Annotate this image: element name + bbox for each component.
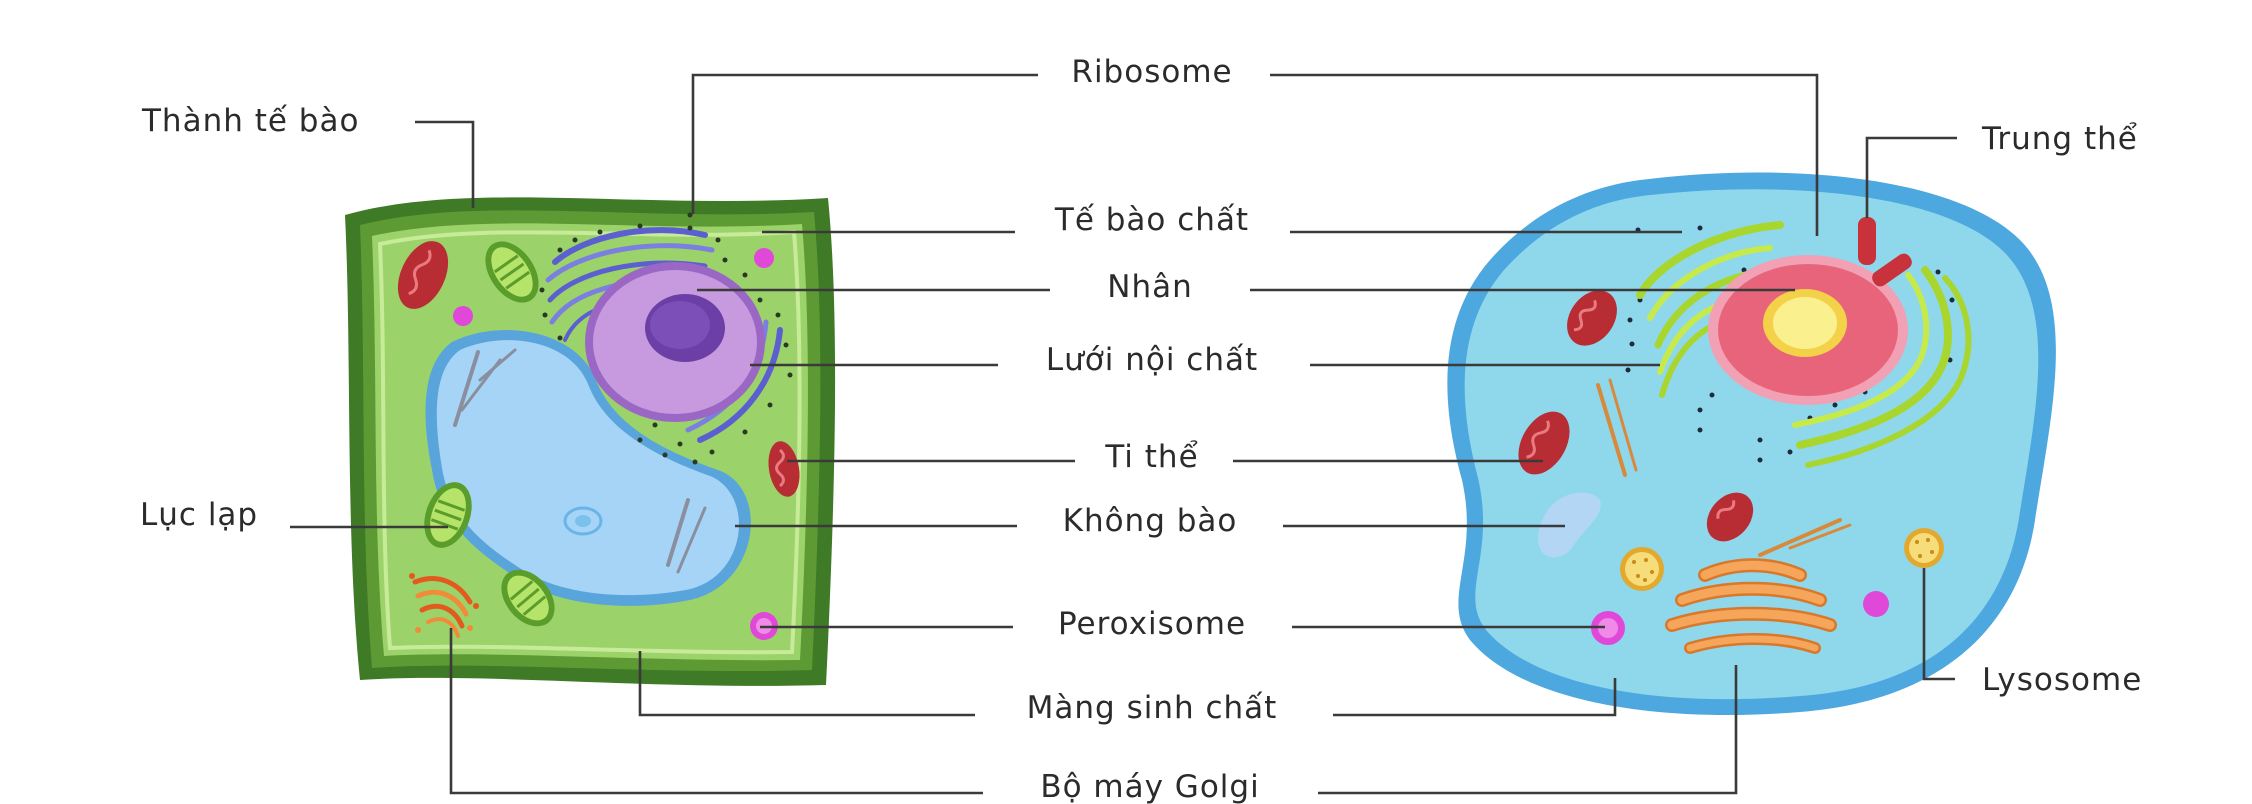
label-ribosome: Ribosome (1071, 54, 1232, 90)
animal-filament-2 (1608, 378, 1638, 472)
plant-filament-3 (478, 348, 517, 382)
animal-cell (1447, 172, 2056, 715)
chloroplast-3 (501, 569, 555, 627)
plant-filament-5 (676, 506, 707, 574)
leader-ribosome-left (691, 73, 1038, 214)
plant-mitochondrion-1 (397, 241, 449, 309)
animal-peroxisome-2 (1863, 591, 1889, 617)
label-chloroplast: Lục lạp (140, 497, 258, 533)
leader-lines (290, 73, 1957, 795)
label-mitochondria: Ti thể (1104, 439, 1198, 475)
label-cytoplasm: Tế bào chất (1054, 202, 1249, 238)
chloroplast-1 (485, 241, 539, 303)
label-nucleus: Nhân (1107, 269, 1192, 305)
labels: Ribosome Tế bào chất Nhân Lưới nội chất … (140, 54, 2142, 804)
label-cell-wall: Thành tế bào (141, 103, 359, 139)
animal-peroxisome-1-core (1598, 618, 1618, 638)
centrosome-1 (1858, 217, 1876, 265)
animal-mitochondrion-3 (1706, 492, 1754, 542)
chloroplast-2 (424, 482, 472, 548)
plant-peroxisome-3 (754, 248, 774, 268)
vacuole-ring-inner (575, 515, 591, 527)
plant-cell (345, 197, 836, 686)
vacuole-ring-outer (563, 506, 603, 536)
plant-mitochondrion-2 (768, 441, 800, 497)
label-membrane: Màng sinh chất (1027, 690, 1278, 726)
plant-golgi (409, 573, 479, 638)
leader-ribosome-right (1270, 73, 1819, 236)
plant-filament-1 (453, 350, 480, 427)
label-golgi: Bộ máy Golgi (1040, 769, 1259, 804)
label-lysosome: Lysosome (1982, 662, 2142, 698)
animal-vacuole (1537, 492, 1601, 558)
plant-plasma-membrane (377, 229, 802, 655)
leader-membrane-right (1333, 678, 1617, 717)
animal-golgi (1665, 558, 1837, 654)
animal-filament-3 (1758, 518, 1842, 557)
leader-cell-wall (415, 120, 475, 208)
label-centrosome: Trung thể (1981, 121, 2138, 157)
animal-filament-4 (1788, 523, 1852, 550)
leader-membrane-left (638, 651, 975, 717)
animal-mitochondrion-1 (1567, 290, 1617, 346)
plant-peroxisome-2 (453, 306, 473, 326)
leader-golgi-left (449, 628, 983, 795)
label-er: Lưới nội chất (1046, 342, 1258, 378)
animal-mitochondrion-2 (1518, 411, 1570, 475)
animal-filament-1 (1596, 383, 1627, 477)
leader-golgi-right (1318, 665, 1738, 795)
plant-ribosome-dots (539, 212, 793, 465)
animal-lysosome-1 (1620, 547, 1664, 591)
plant-nucleolus-core (650, 301, 710, 349)
leader-lysosome (1922, 568, 1955, 681)
animal-lysosome-2 (1904, 528, 1944, 568)
label-peroxisome: Peroxisome (1058, 606, 1246, 642)
plant-filament-4 (666, 498, 690, 567)
animal-nucleolus-core (1773, 297, 1837, 349)
leader-centrosome (1865, 136, 1957, 218)
centrosome-2 (1872, 253, 1912, 287)
plant-vacuole-inner (436, 340, 739, 596)
label-vacuole: Không bào (1063, 503, 1238, 539)
